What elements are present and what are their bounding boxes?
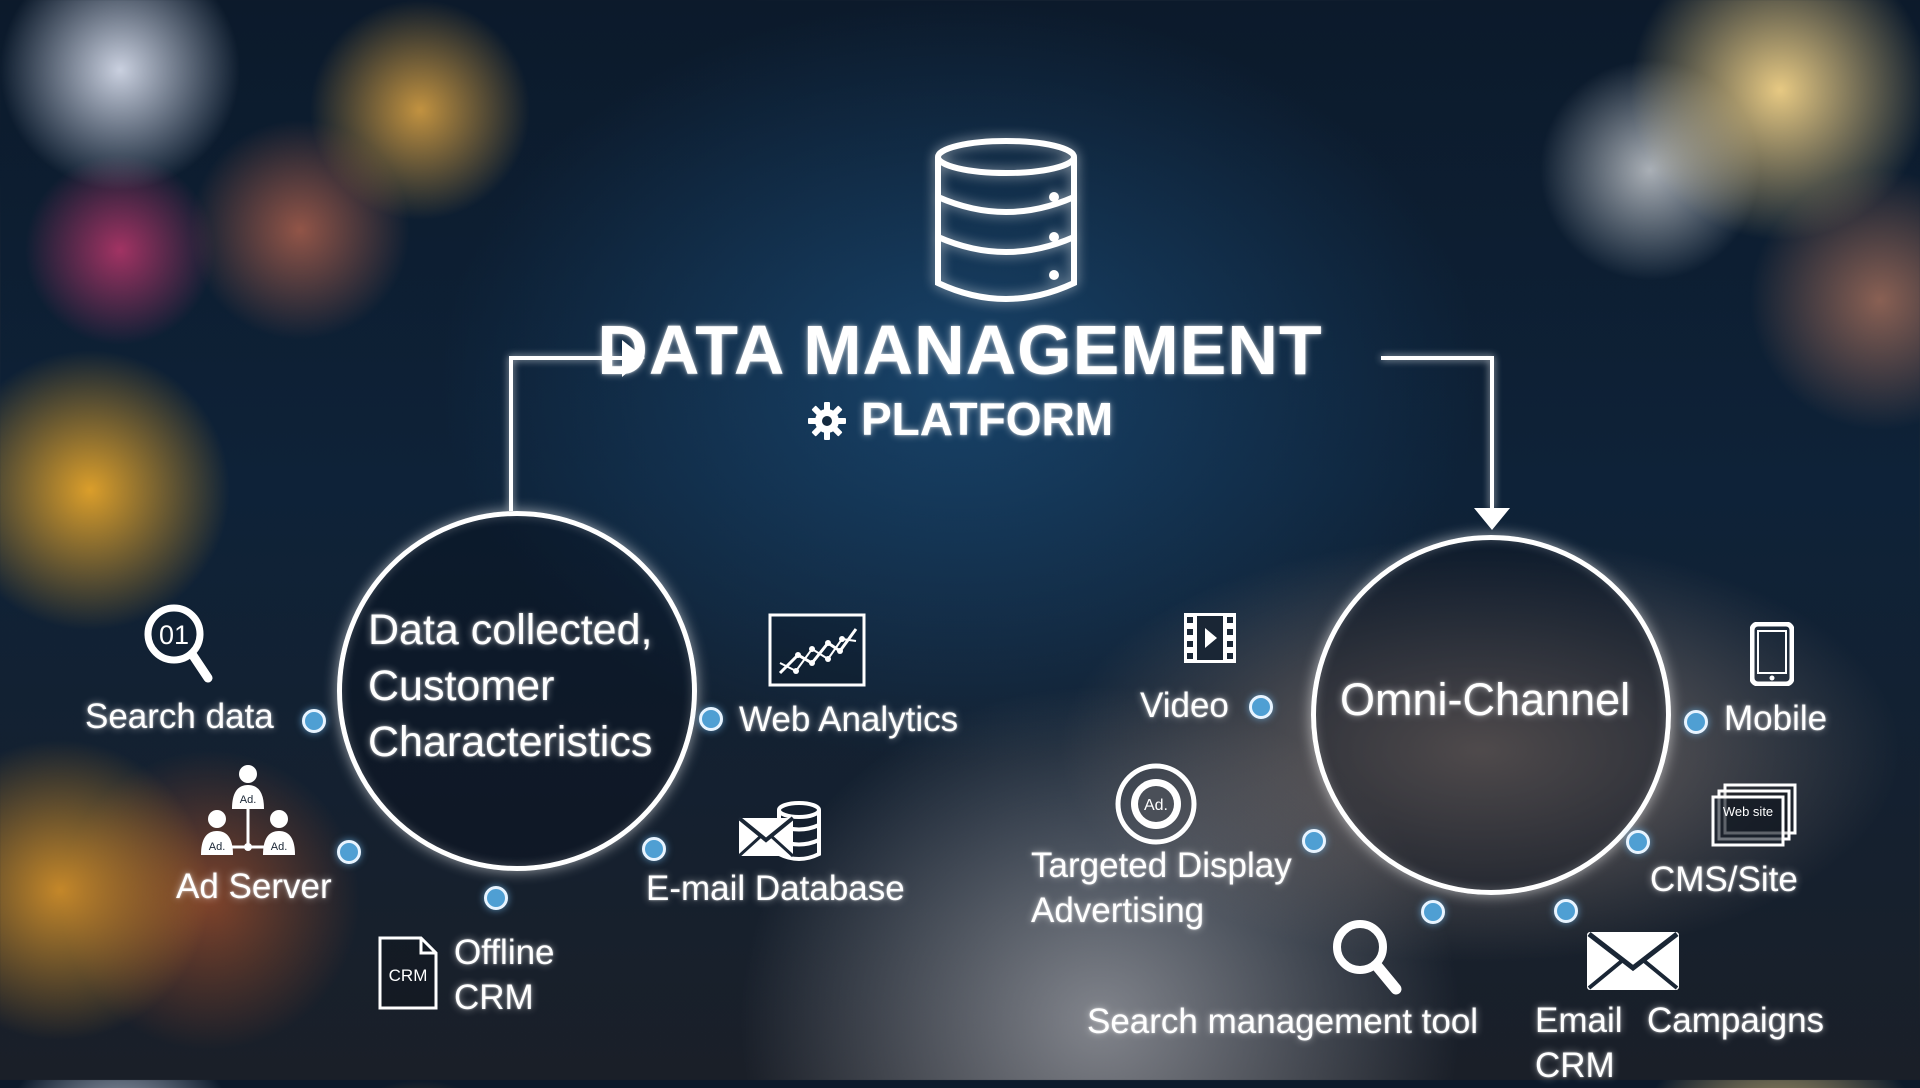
line-chart-icon [768,613,866,687]
web-analytics-label: Web Analytics [739,700,959,739]
email-database-icon [737,800,823,866]
email-crm-label: Email CRM [1535,998,1623,1088]
email-database-label: E-mail Database [646,869,905,908]
email-dot [1554,899,1578,923]
film-icon [1183,612,1237,664]
subtitle: PLATFORM [0,392,1920,446]
ad-server-dot [337,840,361,864]
search-icon-digits: 01 [159,620,189,650]
cms-site-label: CMS/Site [1650,860,1798,899]
mobile-dot [1684,710,1708,734]
search-tool-dot [1421,900,1445,924]
email-crm-line: Email [1535,1001,1623,1040]
circle-line: Data collected, [368,606,653,654]
website-windows-icon: Web site [1711,783,1797,849]
offline-crm-label: Offline CRM [454,930,555,1020]
ad-network-icon: Ad. Ad. Ad. [199,765,297,857]
subtitle-text: PLATFORM [860,393,1114,445]
circle-line: Customer [368,662,555,710]
ad-target-text: Ad. [1144,797,1168,814]
envelope-icon [1585,930,1681,992]
targeted-display-line: Advertising [1031,891,1205,930]
tablet-icon [1750,622,1794,686]
data-collected-text: Data collected, Customer Characteristics [368,602,652,770]
targeted-display-dot [1302,829,1326,853]
ad-badge: Ad. [209,841,226,853]
cms-site-dot [1626,830,1650,854]
magnifier-icon [1330,917,1404,997]
offline-crm-line: CRM [454,978,534,1017]
campaigns-label: Campaigns [1647,1001,1825,1040]
magnifier-icon: 01 [142,602,214,684]
video-dot [1249,695,1273,719]
gear-icon [807,402,846,440]
search-tool-label: Search management tool [1087,1002,1479,1041]
crm-icon-text: CRM [389,966,428,985]
search-data-label: Search data [85,697,274,736]
omni-channel-text: Omni-Channel [1340,674,1631,725]
targeted-display-label: Targeted Display Advertising [1031,843,1292,933]
data-collected-circle [337,511,697,871]
mobile-label: Mobile [1724,699,1828,738]
offline-crm-dot [484,886,508,910]
ad-badge: Ad. [240,794,257,806]
ad-server-label: Ad Server [176,867,332,906]
database-icon [930,135,1082,305]
website-icon-text: Web site [1723,804,1773,819]
targeted-display-line: Targeted Display [1031,846,1292,885]
omni-channel-circle [1311,535,1671,895]
ad-target-icon: Ad. [1114,762,1198,846]
email-database-dot [642,837,666,861]
video-label: Video [1140,686,1229,725]
page-title: DATA MANAGEMENT [597,311,1323,389]
email-crm-line: CRM [1535,1046,1615,1085]
offline-crm-line: Offline [454,933,555,972]
circle-line: Characteristics [368,718,653,766]
crm-document-icon: CRM [377,935,439,1011]
search-data-dot [302,709,326,733]
web-analytics-dot [699,707,723,731]
ad-badge: Ad. [271,841,288,853]
